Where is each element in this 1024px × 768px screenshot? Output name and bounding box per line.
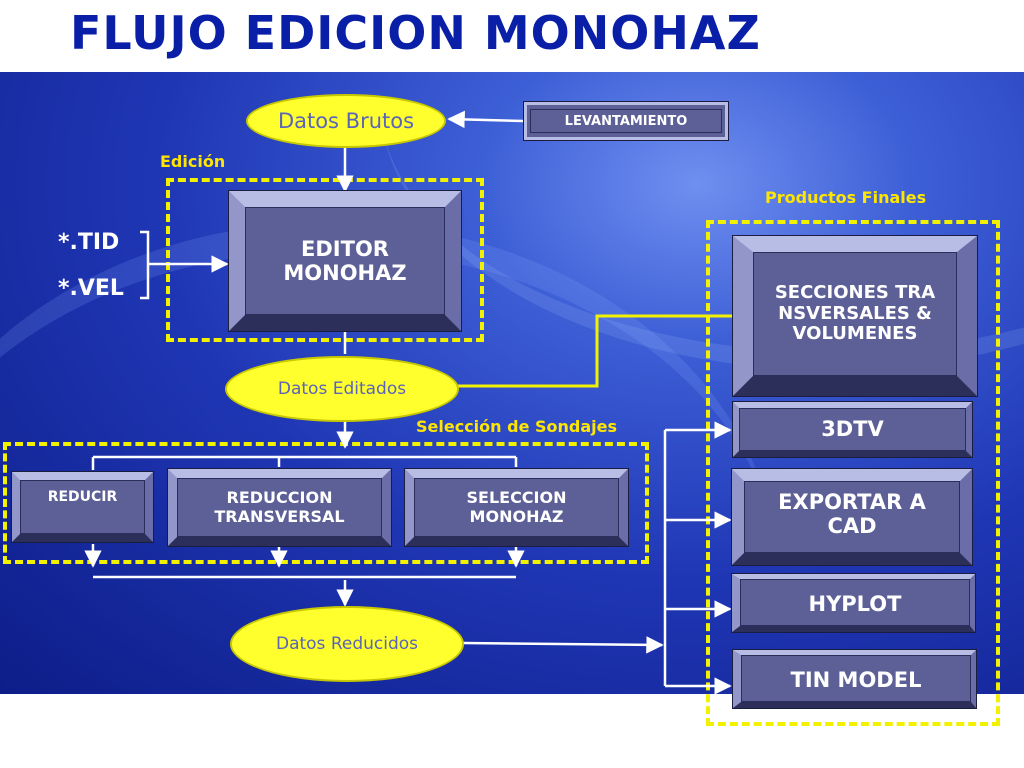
datos-editados-node: Datos Editados [225,356,459,422]
levantamiento-box: LEVANTAMIENTO [523,101,729,141]
productos-finales-label: Productos Finales [765,188,927,207]
secciones-box: SECCIONES TRANSVERSALES & VOLUMENES [733,236,977,396]
vel-label: *.VEL [58,276,124,301]
levantamiento-label: LEVANTAMIENTO [564,113,688,129]
edicion-group [166,178,484,342]
hyplot-box: HYPLOT [732,574,975,632]
tin-model-box: TIN MODEL [733,650,976,708]
datos-editados-label: Datos Editados [277,379,407,399]
productos-group [706,220,1000,726]
seleccion-monohaz-label: SELECCION MONOHAZ [466,488,567,526]
reducir-box: REDUCIR [12,472,153,542]
datos-brutos-node: Datos Brutos [246,94,446,148]
seleccion-monohaz-box: SELECCION MONOHAZ [405,469,628,546]
datos-reducidos-label: Datos Reducidos [275,634,419,654]
seleccion-sondajes-label: Selección de Sondajes [416,417,618,436]
reduccion-transversal-box: REDUCCION TRANSVERSAL [168,469,391,546]
datos-brutos-label: Datos Brutos [277,109,415,133]
tid-label: *.TID [58,230,120,255]
tdtv-label: 3DTV [821,417,884,442]
secciones-label: SECCIONES TRANSVERSALES & VOLUMENES [774,281,936,345]
reducir-label: REDUCIR [47,489,118,505]
tin-model-label: TIN MODEL [790,668,922,692]
editor-monohaz-box: EDITOR MONOHAZ [229,191,461,331]
reduccion-transversal-label: REDUCCION TRANSVERSAL [214,488,345,526]
exportar-box: EXPORTAR A CAD [732,469,972,565]
hyplot-label: HYPLOT [808,592,902,616]
editor-monohaz-label: EDITOR MONOHAZ [283,236,407,285]
edicion-label: Edición [160,152,226,171]
tdtv-box: 3DTV [733,402,972,457]
seleccion-group [3,442,649,564]
exportar-label: EXPORTAR A CAD [778,490,926,539]
page-title: FLUJO EDICION MONOHAZ [70,6,761,60]
datos-reducidos-node: Datos Reducidos [230,606,464,682]
